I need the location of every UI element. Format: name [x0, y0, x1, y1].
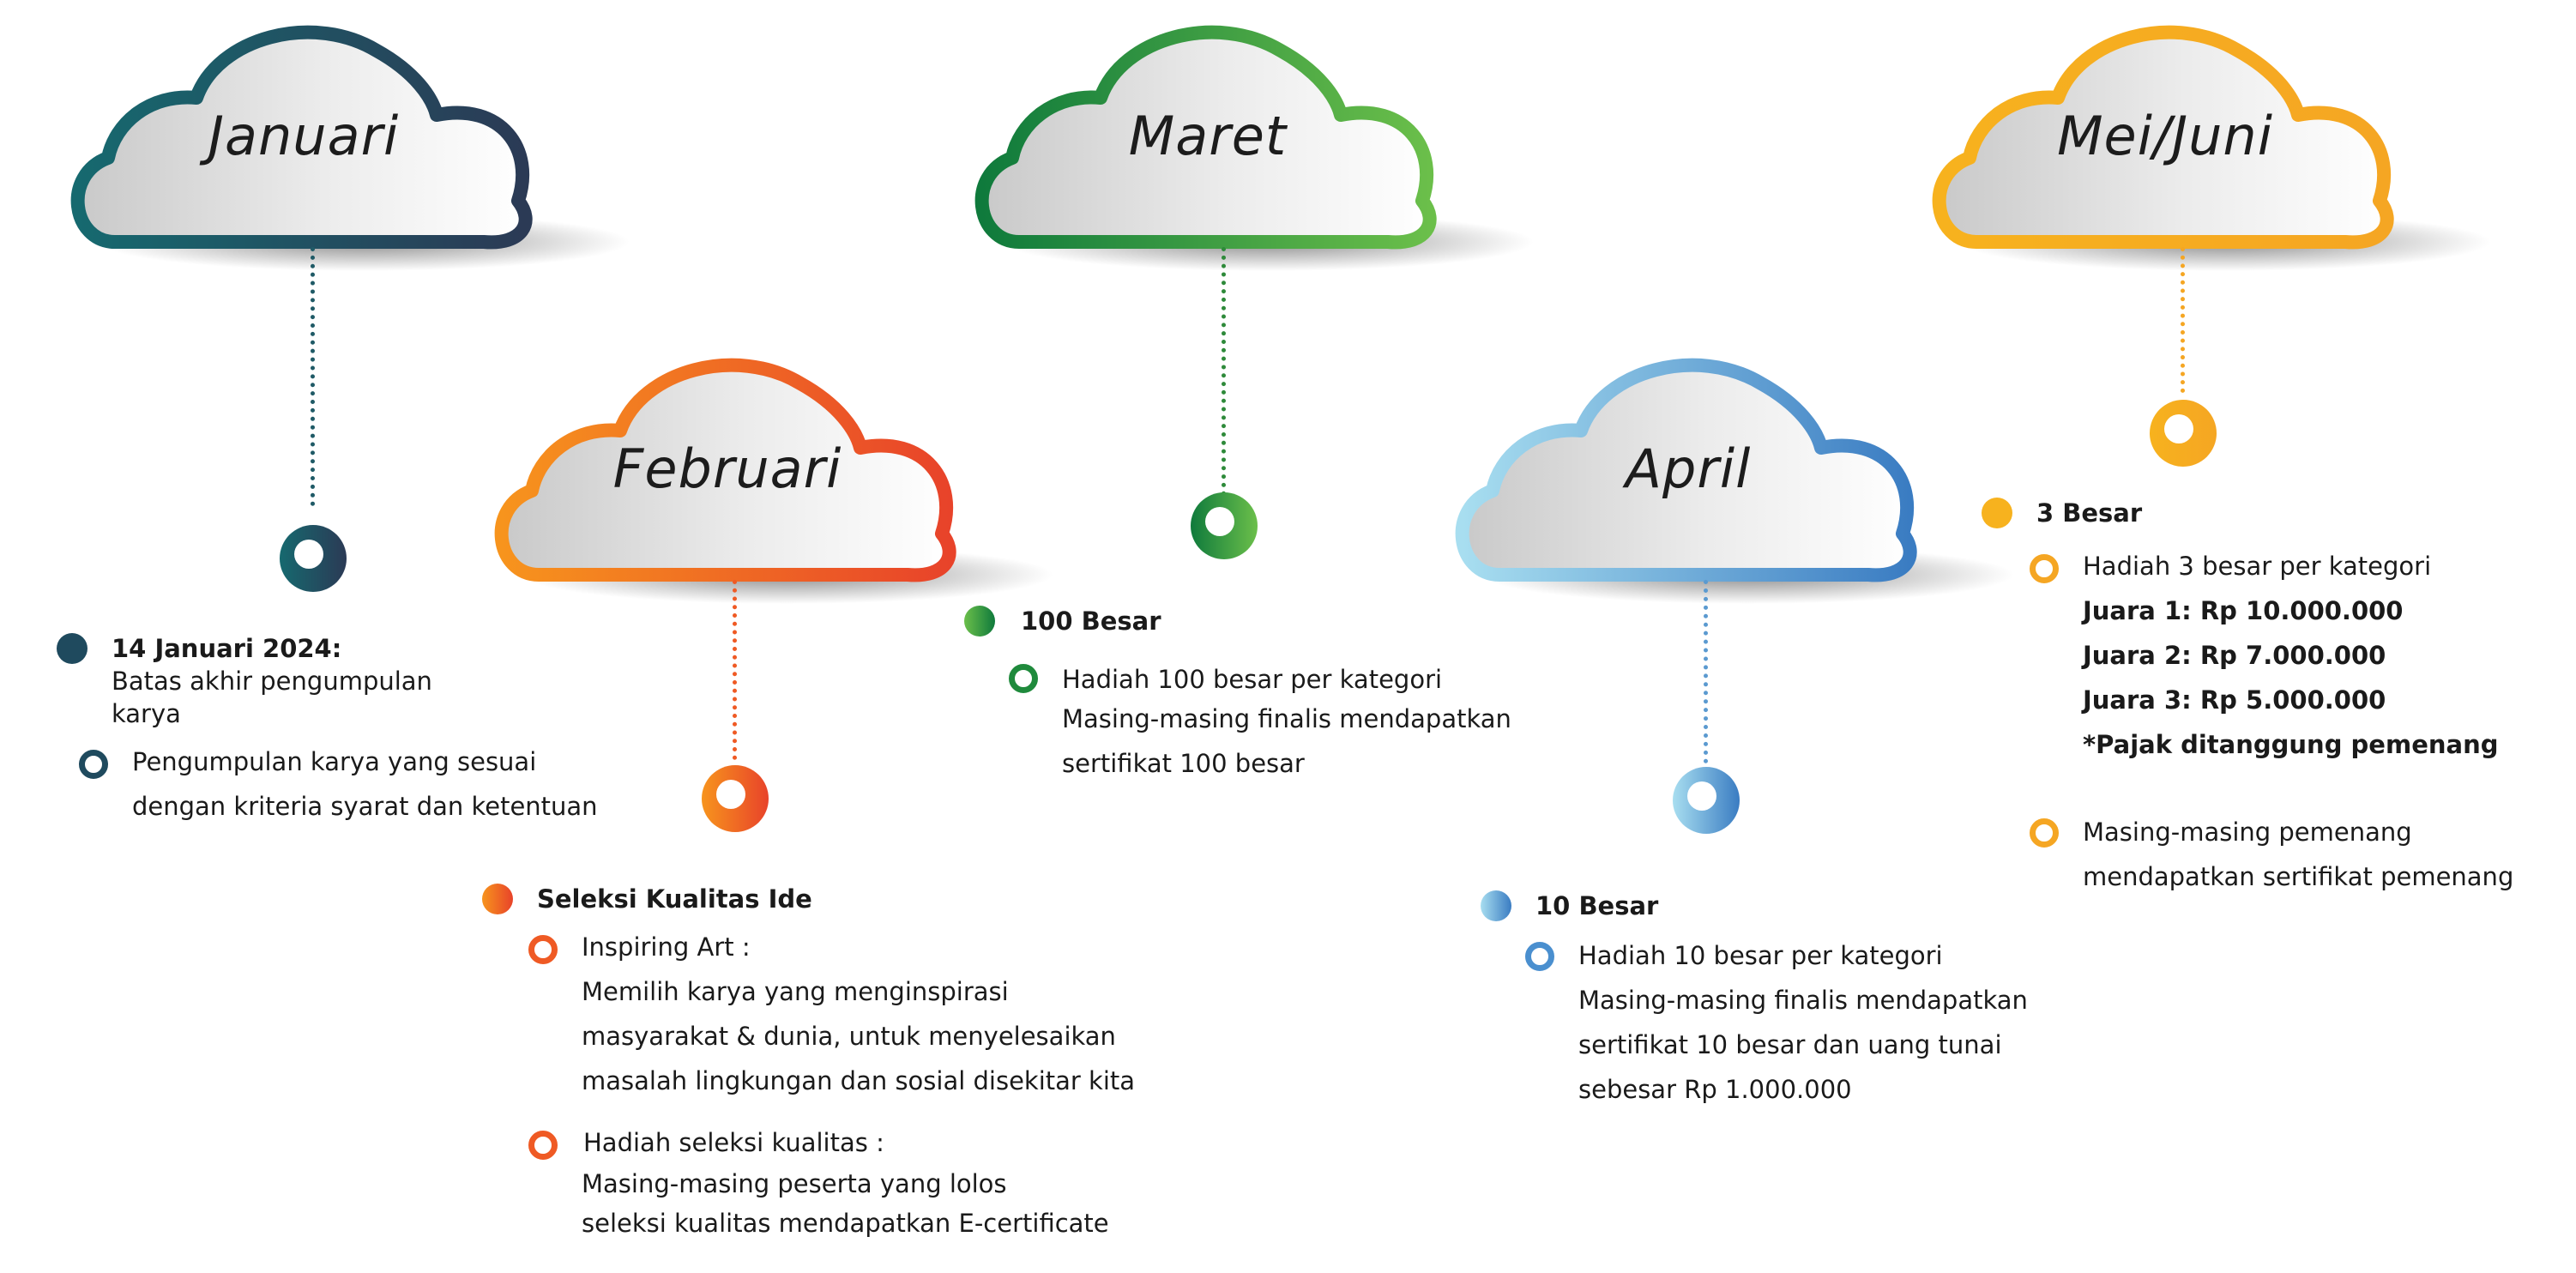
- item-text: Hadiah 10 besar per kategori: [1578, 941, 1943, 970]
- item-text: masalah lingkungan dan sosial disekitar …: [582, 1066, 1136, 1095]
- item-bullet: [79, 750, 108, 779]
- connector-line: [1222, 247, 1226, 496]
- cloud-april: April: [1439, 345, 2014, 628]
- item-text: seleksi kualitas mendapatkan E-certifica…: [582, 1209, 1109, 1238]
- item-text: Memilih karya yang menginspirasi: [582, 977, 1009, 1006]
- month-label: Mei/Juni: [2057, 105, 2273, 167]
- item-bullet: [2030, 818, 2059, 848]
- node-ring: [1191, 492, 1258, 559]
- heading: 3 Besar: [2036, 498, 2143, 528]
- month-label: Januari: [208, 105, 400, 167]
- item-bullet: [1525, 942, 1554, 971]
- cloud-februari: Februari: [479, 345, 1053, 628]
- item-title: Hadiah 3 besar per kategori: [2083, 552, 2432, 581]
- heading-bullet: [964, 606, 995, 636]
- tax-note: *Pajak ditanggung pemenang: [2083, 730, 2499, 759]
- item-text: Masing-masing pemenang: [2083, 817, 2412, 847]
- heading-bullet: [1481, 890, 1511, 921]
- node-ring: [280, 525, 347, 592]
- item-text: masyarakat & dunia, untuk menyelesaikan: [582, 1022, 1116, 1051]
- cloud-maret: Maret: [959, 12, 1534, 295]
- item-text: sertifikat 10 besar dan uang tunai: [1578, 1030, 2002, 1059]
- item-bullet: [2030, 554, 2059, 583]
- cloud-shape: [1455, 358, 2014, 604]
- prize-1: Juara 1: Rp 10.000.000: [2083, 596, 2404, 625]
- heading-bullet: [482, 884, 513, 914]
- item-text: dengan kriteria syarat dan ketentuan: [132, 792, 598, 821]
- item-text: Hadiah 100 besar per kategori: [1062, 665, 1443, 694]
- item-title: Hadiah seleksi kualitas :: [583, 1128, 884, 1157]
- month-label: Maret: [1128, 105, 1288, 167]
- heading: 10 Besar: [1535, 891, 1659, 920]
- item-title: Inspiring Art :: [582, 932, 751, 962]
- item-text: Masing-masing peserta yang lolos: [582, 1169, 1007, 1198]
- item-text: Masing-masing finalis mendapatkan: [1062, 704, 1511, 733]
- month-label: April: [1625, 437, 1752, 500]
- heading-bullet: [57, 633, 87, 664]
- heading-bullet: [1982, 498, 2012, 528]
- cloud-shape: [974, 25, 1534, 271]
- node-ring: [2150, 400, 2217, 467]
- connector-line: [733, 580, 737, 760]
- node-ring: [702, 765, 769, 832]
- heading: 14 Januari 2024:: [112, 634, 342, 663]
- item-bullet: [1009, 664, 1038, 693]
- prize-3: Juara 3: Rp 5.000.000: [2083, 685, 2386, 715]
- item-bullet: [528, 1131, 558, 1160]
- connector-line: [1704, 580, 1708, 763]
- heading: Seleksi Kualitas Ide: [537, 884, 812, 914]
- prize-2: Juara 2: Rp 7.000.000: [2083, 641, 2386, 670]
- item-text: sebesar Rp 1.000.000: [1578, 1075, 1852, 1104]
- item-bullet: [528, 935, 558, 964]
- cloud-shape: [494, 358, 1053, 604]
- cloud-mei-juni: Mei/Juni: [1916, 12, 2491, 295]
- cloud-januari: Januari: [55, 12, 630, 295]
- heading-detail: Batas akhir pengumpulan: [112, 667, 432, 696]
- month-label: Februari: [612, 437, 842, 500]
- item-text: Pengumpulan karya yang sesuai: [132, 747, 537, 776]
- node-ring: [1673, 767, 1740, 834]
- heading-detail: karya: [112, 699, 181, 728]
- item-text: sertifikat 100 besar: [1062, 749, 1305, 778]
- heading: 100 Besar: [1021, 606, 1161, 636]
- item-text: mendapatkan sertifikat pemenang: [2083, 862, 2514, 891]
- item-text: Masing-masing finalis mendapatkan: [1578, 986, 2028, 1015]
- cloud-shape: [70, 25, 630, 271]
- connector-line: [311, 247, 315, 506]
- connector-line: [2181, 247, 2185, 393]
- cloud-shape: [1932, 25, 2491, 271]
